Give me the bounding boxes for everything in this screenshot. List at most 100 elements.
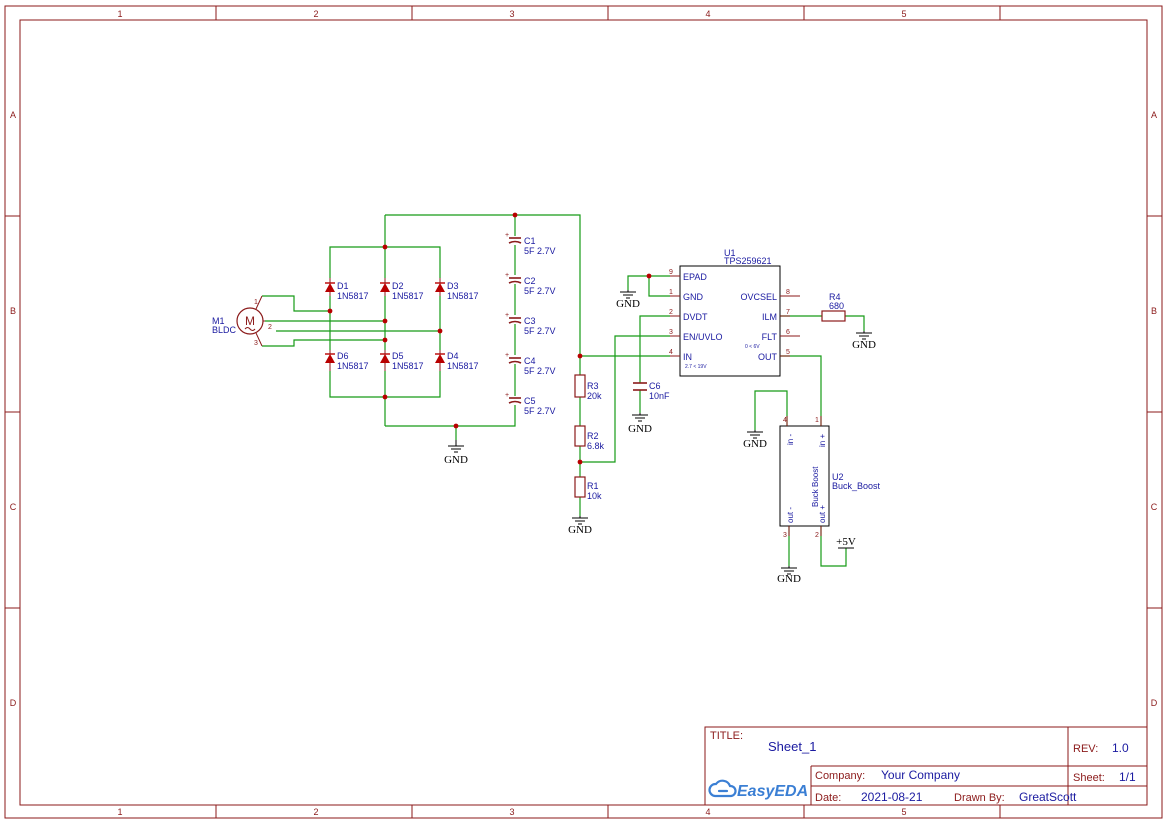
pin-name: GND [683,292,704,302]
rev-label: REV: [1073,743,1098,755]
pin-number: 6 [786,329,790,336]
row-label: C [10,502,17,512]
col-label: 3 [509,807,514,817]
diode-d1[interactable]: D1 1N5817 [324,278,369,301]
module-ref: U2 [832,472,844,482]
capacitor-c3[interactable]: C3 5F 2.7V [504,311,556,336]
module-u2[interactable]: in - in + out - out + Buck Boost 4 1 3 2… [779,416,881,539]
diode-d5[interactable]: D5 1N5817 [379,350,424,371]
ic-note: 0 < 6V [745,344,760,350]
row-label: B [10,306,16,316]
capacitor-c2[interactable]: C2 5F 2.7V [504,271,556,296]
diode-ref: D1 [337,281,349,291]
gnd-icon [448,440,464,453]
row-label: A [10,110,16,120]
title-block-text: TITLE: Sheet_1 REV: 1.0 Company: Your Co… [710,730,1136,804]
ic-u1[interactable]: U1 TPS259621 EPAD GND DVDT EN/UVLO IN OV… [669,248,800,377]
cap-ref: C5 [524,396,536,406]
pin-name: out + [818,505,827,523]
sheet-label: Sheet: [1073,772,1105,784]
row-label: A [1151,110,1157,120]
res-value: 6.8k [587,441,605,451]
diode-d3[interactable]: D3 1N5817 [434,278,479,301]
gnd-label: GND [743,438,767,450]
ic-note: 2.7 < 19V [685,364,707,370]
sheet-value: 1/1 [1119,770,1136,784]
cap-ref: C1 [524,236,536,246]
diode-d6[interactable]: D6 1N5817 [324,350,369,371]
ground-symbols [448,290,872,575]
pin-name: ILM [762,312,777,322]
pin-name: in - [786,434,795,445]
col-label: 5 [901,9,906,19]
pin-name: OVCSEL [740,292,777,302]
gnd-icon [632,413,648,422]
gnd-label: GND [616,298,640,310]
pin-name: out - [786,507,795,523]
pin-number: 1 [815,417,819,424]
gnd-label: GND [852,339,876,351]
pin-number: 2 [268,324,272,331]
diode-value: 1N5817 [337,361,369,371]
col-label: 4 [705,807,710,817]
pin-number: 3 [669,329,673,336]
resistor-r2[interactable]: R2 6.8k [574,425,605,451]
ic-value: TPS259621 [724,256,772,266]
res-ref: R1 [587,481,599,491]
cap-value: 5F 2.7V [524,246,556,256]
drawn-label: Drawn By: [954,792,1005,804]
logo-text: EasyEDA [737,783,808,800]
diode-value: 1N5817 [392,291,424,301]
company-label: Company: [815,770,865,782]
row-label: B [1151,306,1157,316]
pin-number: 2 [815,532,819,539]
row-label: D [10,698,17,708]
diode-ref: D2 [392,281,404,291]
pin-number: 3 [783,532,787,539]
resistor-r3[interactable]: R3 20k [574,374,602,401]
diode-ref: D3 [447,281,459,291]
diode-value: 1N5817 [447,291,479,301]
cloud-icon [708,779,737,798]
res-value: 680 [829,301,844,311]
module-body-label: Buck Boost [811,466,820,507]
pin-number: 1 [669,289,673,296]
cap-value: 5F 2.7V [524,406,556,416]
pin-name: FLT [762,332,778,342]
wires [262,214,865,567]
gnd-icon [572,516,588,525]
capacitor-c5[interactable]: C5 5F 2.7V [504,391,556,416]
pin-name: DVDT [683,312,708,322]
pin-number: 1 [254,299,258,306]
capacitor-c6[interactable]: C6 10nF [633,381,670,401]
resistor-r4[interactable]: R4 680 [821,292,846,322]
diode-ref: D4 [447,351,459,361]
resistor-r1[interactable]: R1 10k [574,476,602,501]
res-ref: R3 [587,381,599,391]
res-value: 20k [587,391,602,401]
cap-value: 5F 2.7V [524,366,556,376]
diode-value: 1N5817 [447,361,479,371]
pin-name: IN [683,352,692,362]
res-ref: R4 [829,292,841,302]
cap-ref: C6 [649,381,661,391]
date-label: Date: [815,792,841,804]
cap-ref: C4 [524,356,536,366]
pin-number: 2 [669,309,673,316]
pin-number: 8 [786,289,790,296]
gnd-label: GND [777,573,801,585]
power-labels: GND GND GND GND GND GND GND +5V [444,298,876,585]
frame-labels: 1 2 3 4 5 1 2 3 4 5 A B C D A B C D [10,9,1158,817]
drawing-frame [4,5,1163,819]
row-label: C [1151,502,1158,512]
capacitor-c4[interactable]: C4 5F 2.7V [504,351,556,376]
col-label: 5 [901,807,906,817]
pin-name: EPAD [683,272,707,282]
motor-m1[interactable]: M M1 BLDC 1 2 3 [212,295,272,347]
diode-d4[interactable]: D4 1N5817 [434,350,479,371]
motor-value: BLDC [212,325,237,335]
diode-d2[interactable]: D2 1N5817 [379,278,424,301]
junctions [327,212,652,465]
capacitor-c1[interactable]: C1 5F 2.7V [504,231,556,256]
motor-ref: M1 [212,316,225,326]
